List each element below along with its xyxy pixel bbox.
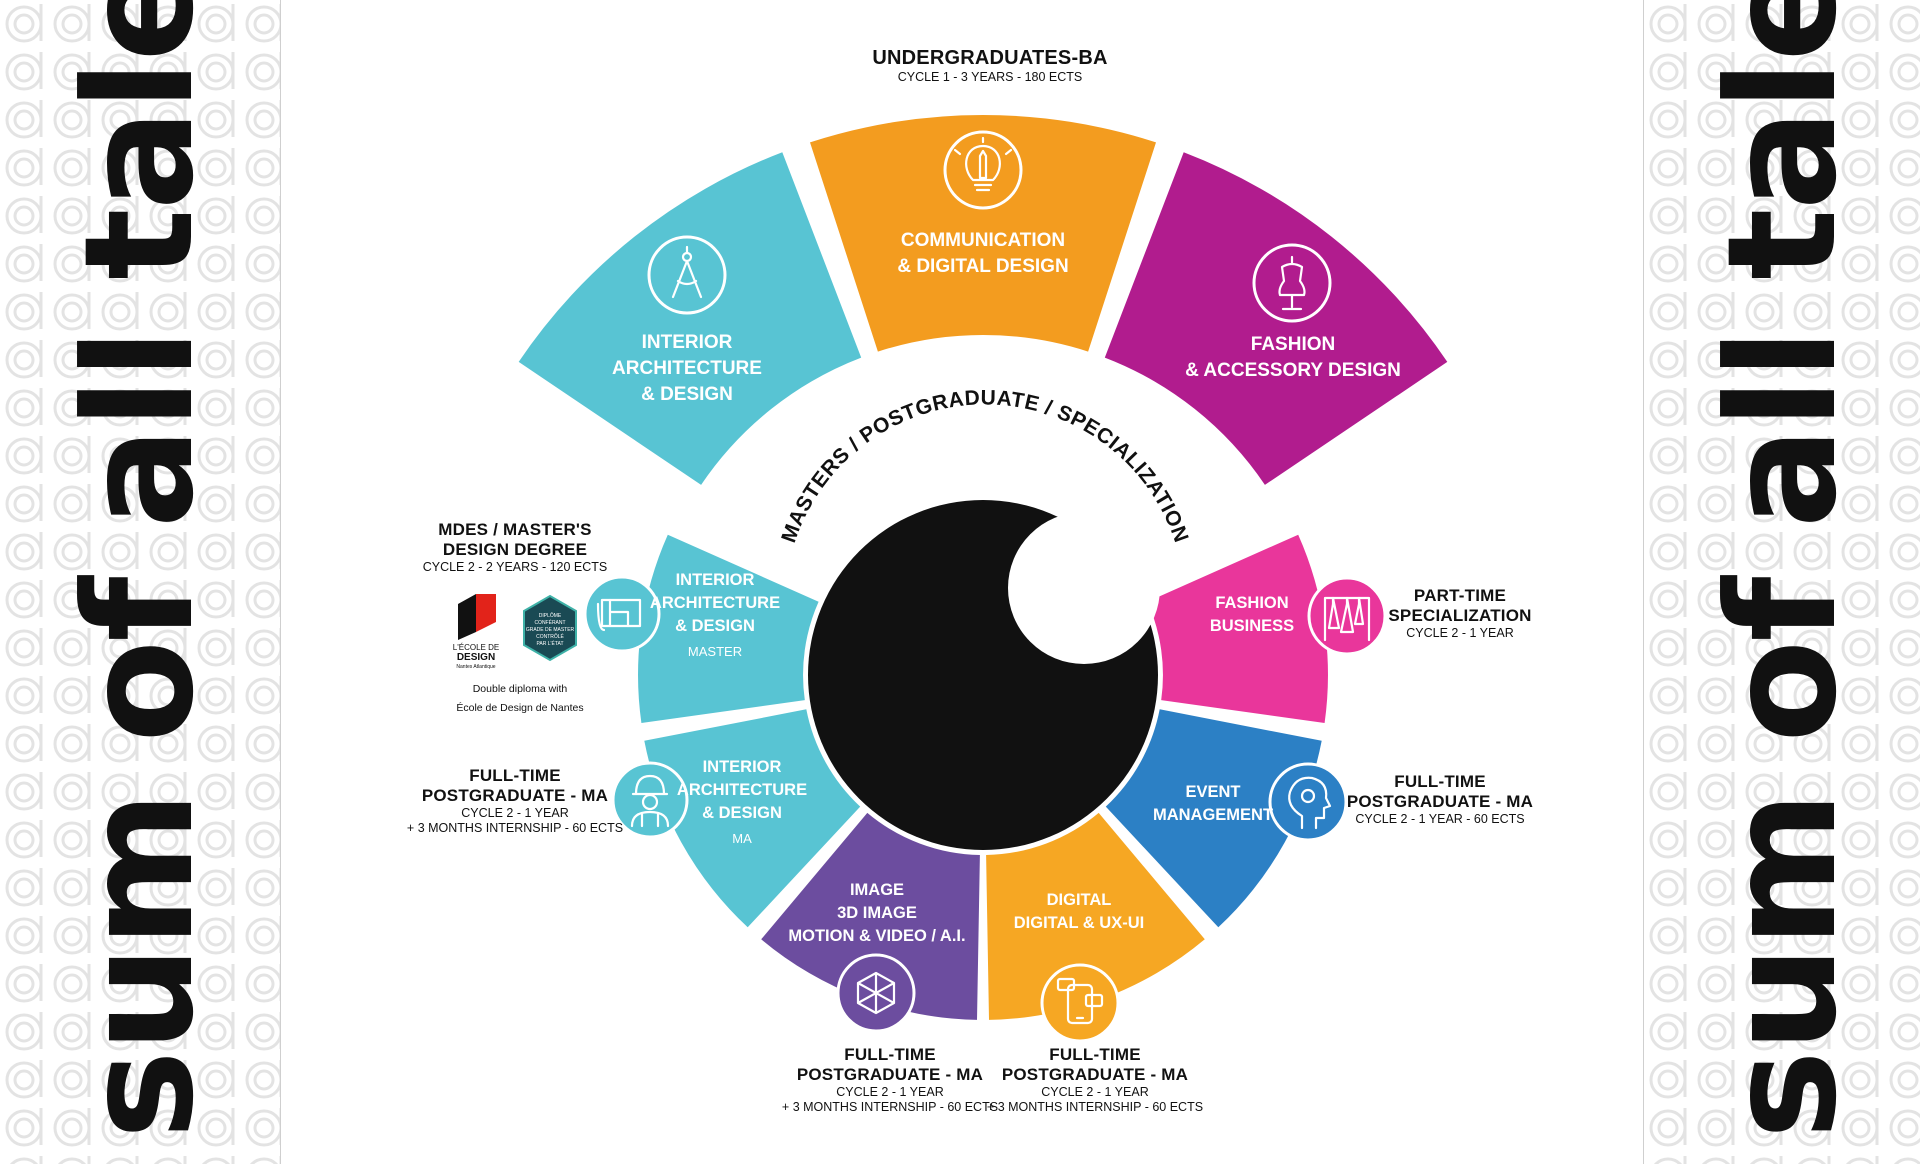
lightbulb-pencil-icon	[943, 130, 1023, 210]
mdes-label: MDES / MASTER'S DESIGN DEGREE CYCLE 2 - …	[410, 520, 620, 575]
left-ma-label: FULL-TIME POSTGRADUATE - MA CYCLE 2 - 1 …	[400, 766, 630, 836]
bottom-left-subtitle: + 3 MONTHS INTERNSHIP - 60 ECTS	[781, 1100, 999, 1114]
mobile-chat-icon	[1040, 963, 1120, 1043]
segment-interior-ba-label: ARCHITECTURE	[612, 358, 762, 379]
logo-pattern	[0, 0, 280, 1164]
segment-communication-ba-label: COMMUNICATION	[901, 230, 1065, 251]
part-time-label: PART-TIME SPECIALIZATION CYCLE 2 - 1 YEA…	[1380, 586, 1540, 641]
segment-interior-architecture-master-label: INTERIOR	[676, 571, 755, 589]
logos-graphic: L'ÉCOLE DE DESIGN Nantes Atlantique DIPL…	[453, 594, 577, 670]
segment-communication-ba-label: & DIGITAL DESIGN	[897, 256, 1068, 277]
partner-logos: L'ÉCOLE DE DESIGN Nantes Atlantique DIPL…	[450, 592, 590, 715]
segment-interior-architecture-ma-sub: MA	[732, 831, 752, 846]
logo-pattern	[1644, 0, 1920, 1164]
right-ma-label: FULL-TIME POSTGRADUATE - MA CYCLE 2 - 1 …	[1340, 772, 1540, 827]
dress-form-icon	[1252, 243, 1332, 323]
left-ma-title: POSTGRADUATE - MA	[421, 786, 609, 805]
segment-image-3d-motion-label: 3D IMAGE	[837, 904, 917, 922]
eye-highlight	[1008, 512, 1160, 664]
ecole-logo-text: Nantes Atlantique	[456, 664, 495, 670]
bottom-right-label: FULL-TIME POSTGRADUATE - MA CYCLE 2 - 1 …	[975, 1045, 1215, 1115]
segment-interior-architecture-ma-label: ARCHITECTURE	[677, 781, 807, 799]
segment-interior-architecture-ba[interactable]	[518, 152, 862, 485]
segment-digital-ux-ui-label: DIGITAL & UX-UI	[1014, 914, 1144, 932]
segment-fashion-ba-label: & ACCESSORY DESIGN	[1185, 360, 1401, 381]
segment-interior-ba-label: INTERIOR	[642, 332, 733, 353]
master-grade-badge: DIPLÔME CONFÉRANT GRADE DE MASTER CONTRÔ…	[523, 594, 577, 662]
bottom-left-subtitle: CYCLE 2 - 1 YEAR	[836, 1085, 944, 1099]
compass-icon	[647, 235, 727, 315]
bottom-right-title: POSTGRADUATE - MA	[1001, 1065, 1189, 1084]
left-ma-subtitle: + 3 MONTHS INTERNSHIP - 60 ECTS	[406, 821, 624, 835]
ecole-logo-text: DESIGN	[457, 652, 495, 663]
segment-digital-ux-ui[interactable]	[986, 812, 1205, 1020]
segment-interior-architecture-master-sub: MASTER	[688, 644, 742, 659]
bottom-right-subtitle: + 3 MONTHS INTERNSHIP - 60 ECTS	[986, 1100, 1204, 1114]
segment-event-management-label: EVENT	[1185, 783, 1240, 801]
left-ma-title: FULL-TIME	[469, 766, 561, 785]
segment-interior-ba-label: & DESIGN	[641, 384, 733, 405]
double-diploma-caption: Double diploma with	[472, 683, 568, 695]
segment-image-3d-motion[interactable]	[761, 812, 980, 1020]
badge-text: CONFÉRANT	[534, 619, 565, 626]
undergrad-title: UNDERGRADUATES-BA	[872, 47, 1108, 69]
segment-interior-architecture-ma-label: & DESIGN	[702, 804, 782, 822]
ecole-design-logo: L'ÉCOLE DE DESIGN Nantes Atlantique	[453, 594, 499, 670]
bottom-right-subtitle: CYCLE 2 - 1 YEAR	[1041, 1085, 1149, 1099]
mdes-title-line: MDES / MASTER'S	[438, 520, 592, 539]
undergrad-subtitle: CYCLE 1 - 3 YEARS - 180 ECTS	[897, 70, 1083, 84]
right-ma-subtitle: CYCLE 2 - 1 YEAR - 60 ECTS	[1355, 812, 1525, 826]
mdes-subtitle: CYCLE 2 - 2 YEARS - 120 ECTS	[422, 560, 608, 574]
badge-text: GRADE DE MASTER	[526, 627, 575, 633]
segment-fashion-business-label: FASHION	[1215, 594, 1288, 612]
segment-communication-digital-design-ba[interactable]	[810, 115, 1156, 352]
bottom-left-label: FULL-TIME POSTGRADUATE - MA CYCLE 2 - 1 …	[770, 1045, 1010, 1115]
right-side-panel: the sum of all talents	[1643, 0, 1920, 1164]
left-side-panel: the sum of all talents	[0, 0, 281, 1164]
mdes-title-line: DESIGN DEGREE	[442, 540, 588, 559]
undergrad-heading: UNDERGRADUATES-BA CYCLE 1 - 3 YEARS - 18…	[800, 46, 1180, 85]
segment-fashion-business[interactable]	[1147, 534, 1328, 723]
badge-text: CONTRÔLÉ	[536, 633, 564, 640]
head-gear-icon	[1268, 762, 1348, 842]
segment-image-3d-motion-label: MOTION & VIDEO / A.I.	[788, 927, 965, 945]
segment-interior-architecture-master-label: & DESIGN	[675, 617, 755, 635]
segment-fashion-business-label: BUSINESS	[1210, 617, 1294, 635]
right-ma-title: FULL-TIME	[1394, 772, 1486, 791]
badge-text: DIPLÔME	[539, 612, 562, 619]
ecole-logo-text: L'ÉCOLE DE	[453, 643, 499, 652]
clothes-rack-icon	[1307, 576, 1387, 656]
segment-fashion-ba-label: FASHION	[1251, 334, 1335, 355]
bottom-left-title: POSTGRADUATE - MA	[796, 1065, 984, 1084]
blueprint-icon	[583, 575, 661, 653]
worker-icon	[611, 761, 689, 839]
bottom-right-title: FULL-TIME	[1049, 1045, 1141, 1064]
double-diploma-caption: École de Design de Nantes	[456, 702, 584, 714]
part-time-subtitle: CYCLE 2 - 1 YEAR	[1406, 626, 1514, 640]
left-ma-subtitle: CYCLE 2 - 1 YEAR	[461, 806, 569, 820]
segment-digital-ux-ui-label: DIGITAL	[1047, 891, 1112, 909]
cube-icon	[836, 953, 916, 1033]
badge-text: PAR L'ÉTAT	[536, 640, 563, 647]
segment-image-3d-motion-label: IMAGE	[850, 881, 904, 899]
part-time-title: PART-TIME	[1413, 586, 1507, 605]
part-time-title: SPECIALIZATION	[1388, 606, 1532, 625]
segment-interior-architecture-ma-label: INTERIOR	[703, 758, 782, 776]
bottom-left-title: FULL-TIME	[844, 1045, 936, 1064]
segment-event-management-label: MANAGEMENT	[1153, 806, 1273, 824]
segment-event-management[interactable]	[1105, 709, 1322, 928]
segment-interior-architecture-master[interactable]	[638, 534, 819, 723]
right-ma-title: POSTGRADUATE - MA	[1346, 792, 1534, 811]
segment-interior-architecture-master-label: ARCHITECTURE	[650, 594, 780, 612]
segment-interior-architecture-ma[interactable]	[644, 709, 861, 928]
